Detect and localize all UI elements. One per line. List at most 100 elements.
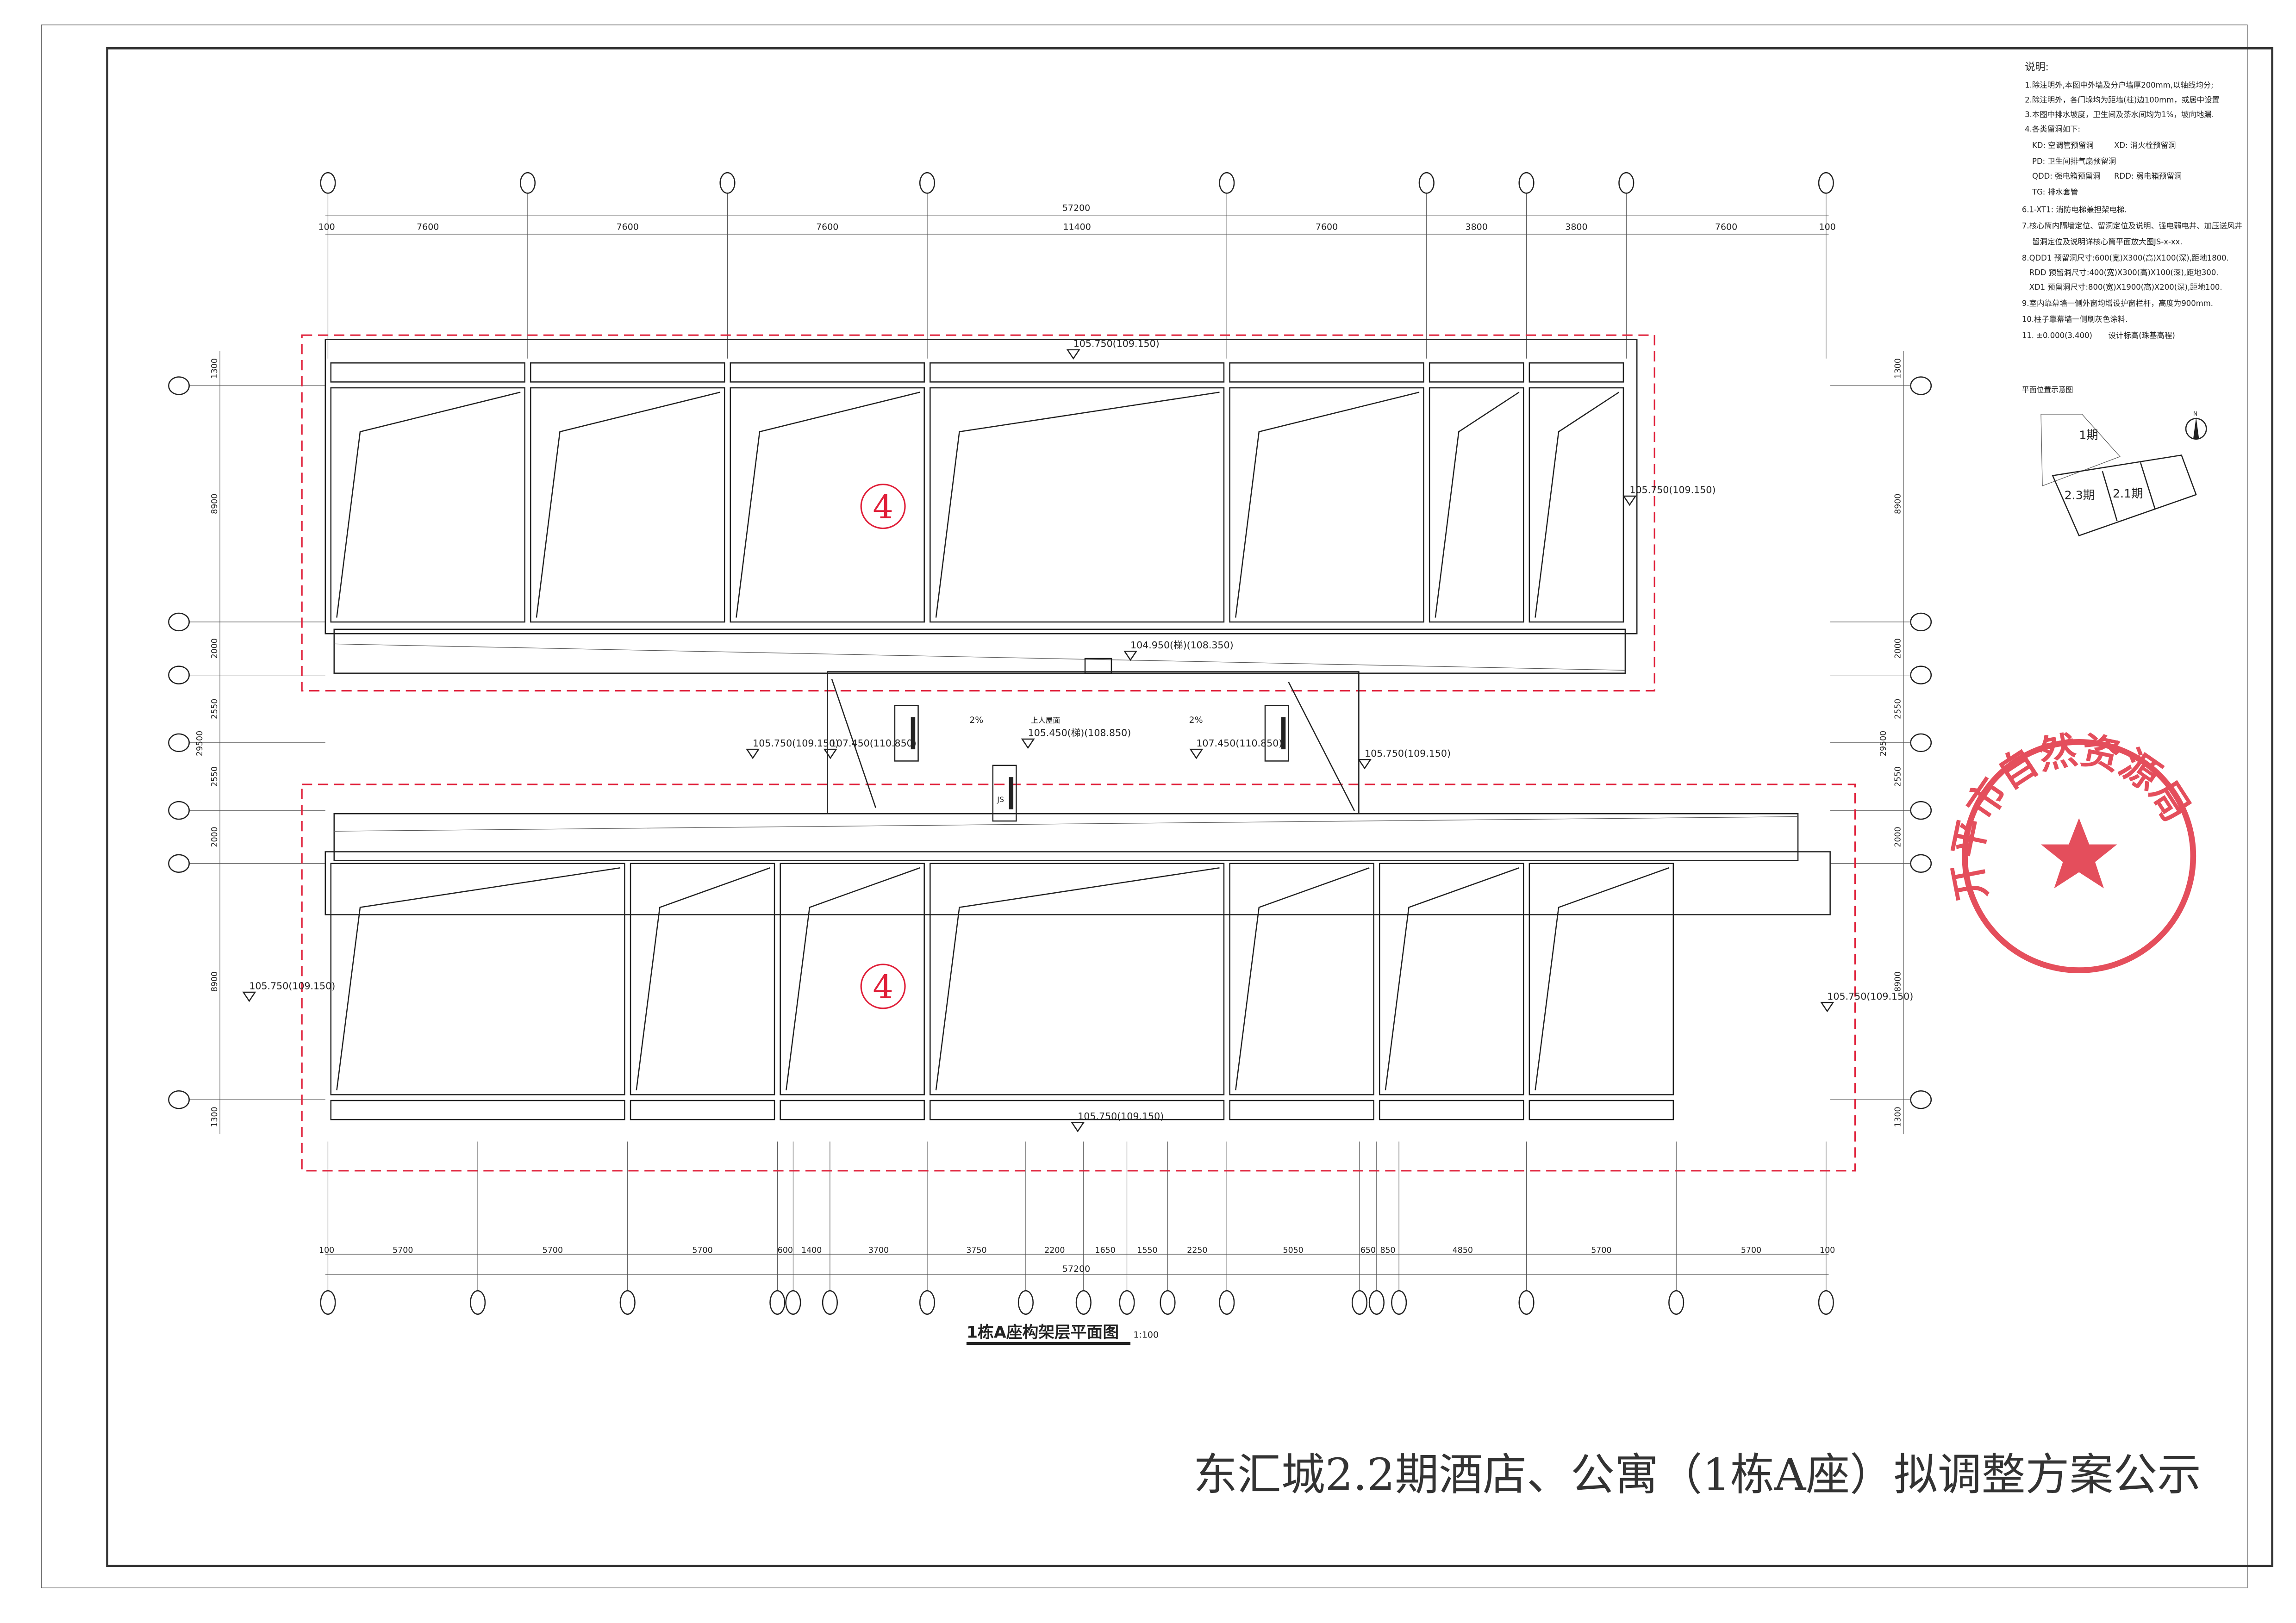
axis-bubble	[168, 801, 190, 820]
axis-bubble	[1418, 172, 1435, 194]
zone-mark-circle	[860, 964, 906, 1009]
axis-bubble	[168, 665, 190, 684]
seal-star-icon	[2041, 818, 2117, 889]
note-line: XD: 消火栓预留洞	[2114, 141, 2176, 149]
roof-slope-line	[831, 678, 877, 808]
axis-bubble	[785, 1290, 801, 1315]
dim-label: 5700	[1591, 1246, 1611, 1255]
shaft-label: JS	[997, 795, 1004, 804]
dim-label: 7600	[1715, 222, 1737, 232]
note-line: PD: 卫生间排气扇预留洞	[2032, 157, 2116, 166]
drawing-title: 1栋A座构架层平面图	[967, 1323, 1119, 1342]
gutter-strip	[930, 1100, 1225, 1120]
elevation-marker-icon	[823, 748, 837, 759]
dim-label: 5700	[1741, 1246, 1761, 1255]
roof-slope-line	[1288, 682, 1355, 811]
dim-total: 29500	[1879, 731, 1888, 756]
axis-bubble	[1518, 172, 1535, 194]
building-block	[324, 339, 1638, 634]
elevation-label: 105.750(109.150)	[753, 738, 839, 749]
dim-label: 2000	[1893, 638, 1903, 659]
dim-label: 1300	[210, 1107, 219, 1127]
note-line: 3.本图中排水坡度，卫生间及茶水间均为1%，坡向地漏.	[2025, 110, 2214, 119]
elevation-label: 105.750(109.150)	[249, 981, 335, 992]
elevation-label: 105.750(109.150)	[1073, 338, 1160, 349]
dim-label: 8900	[1893, 971, 1903, 992]
note-line: 8.QDD1 预留洞尺寸:600(宽)X300(高)X100(深),距地1800…	[2022, 254, 2229, 262]
axis-bubble	[168, 612, 190, 632]
note-line: RDD 预留洞尺寸:400(宽)X300(高)X100(深),距地300.	[2029, 268, 2219, 277]
elevation-marker-icon	[746, 748, 760, 759]
dim-label: 1400	[801, 1246, 822, 1255]
axis-bubble	[1910, 801, 1932, 820]
shaft-hatch-icon	[1264, 704, 1289, 762]
axis-bubble	[1910, 376, 1932, 395]
north-arrow-icon: N	[2185, 410, 2207, 440]
axis-bubble	[1910, 665, 1932, 684]
elevation-marker-icon	[1021, 738, 1035, 749]
dim-label: 7600	[816, 222, 838, 232]
dim-label: 3800	[1466, 222, 1488, 232]
key-plan-zone-label: 2.1期	[2113, 487, 2143, 500]
page-border	[41, 25, 2248, 1588]
note-line: KD: 空调管预留洞	[2032, 141, 2094, 149]
roof-bay	[780, 863, 925, 1095]
svg-text:开平市自然资源局: 开平市自然资源局	[1945, 728, 2199, 904]
drawing-scale: 1:100	[1133, 1330, 1159, 1340]
axis-bubble	[1668, 1290, 1685, 1315]
axis-bubble	[1518, 1290, 1535, 1315]
building-block	[324, 851, 1831, 1120]
gutter-strip	[530, 362, 725, 383]
parapet-outline	[324, 339, 1638, 634]
dim-label: 1300	[210, 358, 219, 379]
note-line: 7.核心筒内隔墙定位、留洞定位及说明、强电弱电井、加压送风井	[2022, 221, 2242, 230]
dim-label: 2000	[210, 827, 219, 847]
dim-label: 5050	[1283, 1246, 1304, 1255]
roof-bay	[530, 387, 725, 623]
roof-type-label: 上人屋面	[1031, 716, 1060, 725]
svg-text:N: N	[2193, 410, 2197, 417]
elevation-label: 104.950(梯)(108.350)	[1130, 640, 1234, 651]
gutter-strip	[930, 362, 1225, 383]
axis-bubble	[919, 172, 936, 194]
note-line: TG: 排水套管	[2032, 188, 2078, 197]
elevation-label: 105.750(109.150)	[1629, 485, 1716, 496]
dim-label: 100	[1820, 1246, 1835, 1255]
roof-bay	[930, 863, 1225, 1095]
axis-bubble	[168, 376, 190, 395]
frame-border	[106, 47, 2274, 1567]
elevation-marker-icon	[1066, 349, 1080, 360]
red-boundary-lower	[301, 784, 1856, 1172]
note-line: 1.除注明外,本图中外墙及分户墙厚200mm,以轴线均分;	[2025, 81, 2213, 90]
dim-label: 2550	[1893, 699, 1903, 719]
roof-frame-slope	[1535, 392, 1620, 618]
axis-bubble	[1219, 172, 1235, 194]
dim-label: 100	[1819, 222, 1836, 232]
axis-bubble	[1818, 1290, 1834, 1315]
dim-label: 7600	[1316, 222, 1338, 232]
axis-bubble	[1075, 1290, 1092, 1315]
axis-bubble	[470, 1290, 486, 1315]
axis-bubble	[168, 1090, 190, 1109]
axis-bubble	[1818, 172, 1834, 194]
note-line: 9.室内靠幕墙一侧外窗均增设护窗栏杆，高度为900mm.	[2022, 299, 2213, 308]
roof-bay	[1379, 863, 1524, 1095]
corridor-slope	[334, 643, 1625, 671]
elevation-marker-icon	[1071, 1122, 1085, 1132]
corridor-slope	[334, 816, 1798, 832]
dim-label: 2200	[1044, 1246, 1065, 1255]
key-plan-zone-label: 2.3期	[2065, 488, 2095, 502]
note-line: 设计标高(珠基高程)	[2108, 331, 2175, 340]
roof-bay	[1529, 863, 1674, 1095]
corridor-strip	[333, 813, 1799, 861]
roof-frame-slope	[1235, 392, 1420, 618]
axis-bubble	[1219, 1290, 1235, 1315]
axis-bubble	[519, 172, 536, 194]
dim-label: 2550	[1893, 766, 1903, 787]
gutter-strip	[780, 1100, 925, 1120]
roof-frame-slope	[1435, 392, 1520, 618]
elevation-marker-icon	[1820, 1001, 1834, 1013]
key-plan-title: 平面位置示意图	[2022, 385, 2073, 394]
elevation-label: 107.450(110.850)	[830, 738, 917, 749]
